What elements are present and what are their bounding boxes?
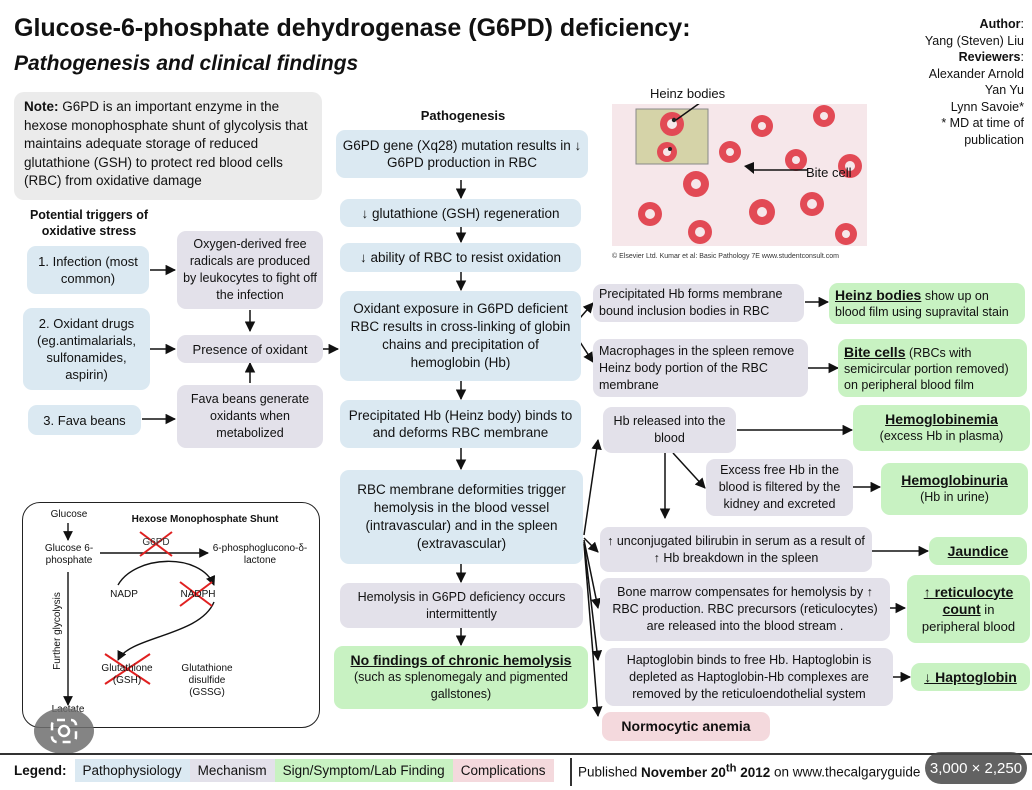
blood-smear-image: [612, 104, 867, 246]
normocytic-anemia-complication: Normocytic anemia: [602, 712, 770, 741]
image-credit: © Elsevier Ltd. Kumar et al: Basic Patho…: [612, 253, 839, 260]
legend-pathophysiology: Pathophysiology: [74, 758, 190, 782]
reviewer-name: Alexander Arnold: [928, 66, 1024, 81]
macrophages-box: Macrophages in the spleen remove Heinz b…: [593, 339, 808, 397]
legend-label: Legend:: [14, 762, 67, 778]
page-subtitle: Pathogenesis and clinical findings: [14, 52, 359, 75]
author-label: Author: [979, 17, 1021, 31]
legend-separator: [570, 758, 572, 786]
inclusion-bodies-box: Precipitated Hb forms membrane bound inc…: [593, 284, 804, 322]
published-prefix: Published: [578, 764, 642, 780]
fava-oxidants-box: Fava beans generate oxidants when metabo…: [177, 385, 323, 448]
gsh-regeneration-box: ↓ glutathione (GSH) regeneration: [340, 199, 581, 227]
shunt-g6pd: G6PD: [142, 537, 170, 548]
hmp-shunt-diagram: [22, 502, 320, 728]
shunt-nadp: NADP: [110, 589, 138, 600]
hemoglobinuria-finding: Hemoglobinuria (Hb in urine): [881, 463, 1028, 515]
gene-mutation-box: G6PD gene (Xq28) mutation results in ↓ G…: [336, 130, 588, 178]
membrane-deformities-box: RBC membrane deformities trigger hemolys…: [340, 470, 583, 564]
bite-cell-label: Bite cell: [806, 165, 852, 180]
pathogenesis-heading: Pathogenesis: [420, 108, 506, 123]
resist-oxidation-box: ↓ ability of RBC to resist oxidation: [340, 243, 581, 272]
trigger-infection: 1. Infection (most common): [27, 246, 149, 294]
author-footnote: * MD at time of publication: [941, 116, 1024, 147]
haptoglobin-mechanism-box: Haptoglobin binds to free Hb. Haptoglobi…: [605, 648, 893, 706]
author-block: Author: Yang (Steven) Liu Reviewers: Ale…: [914, 16, 1024, 148]
hemoglobinemia-text: (excess Hb in plasma): [879, 429, 1004, 443]
note-text: G6PD is an important enzyme in the hexos…: [24, 99, 308, 188]
published-date: November 20: [641, 764, 726, 780]
bilirubin-box: ↑ unconjugated bilirubin in serum as a r…: [600, 527, 872, 572]
bite-finding-title: Bite cells: [844, 343, 906, 360]
lens-search-icon[interactable]: [34, 708, 94, 754]
published-suffix: on www.thecalgaryguide: [770, 764, 921, 780]
no-chronic-hemolysis-box: No findings of chronic hemolysis (such a…: [334, 646, 588, 709]
heinz-finding-title: Heinz bodies: [835, 287, 922, 303]
reticulocyte-text: peripheral blood: [921, 618, 1016, 634]
legend-mechanism: Mechanism: [189, 758, 275, 782]
shunt-further-glycolysis: Further glycolysis: [52, 592, 63, 670]
author-name: Yang (Steven) Liu: [924, 33, 1024, 48]
hb-released-box: Hb released into the blood: [603, 407, 736, 453]
excess-hb-box: Excess free Hb in the blood is filtered …: [706, 459, 853, 516]
shunt-nadph: NADPH: [180, 589, 216, 600]
image-size-badge: 3,000 × 2,250: [925, 752, 1027, 784]
trigger-fava-beans: 3. Fava beans: [28, 405, 141, 435]
shunt-glutathione: Glutathione (GSH): [101, 663, 153, 686]
reticulocyte-count: count: [942, 600, 981, 617]
haptoglobin-finding: ↓ Haptoglobin: [911, 663, 1030, 691]
legend-divider: [0, 753, 1032, 755]
legend: Legend: Pathophysiology Mechanism Sign/S…: [14, 757, 554, 783]
shunt-gssg: Glutathione disulfide (GSSG): [181, 663, 233, 698]
heinz-binds-box: Precipitated Hb (Heinz body) binds to an…: [340, 400, 581, 448]
reviewer-name: Lynn Savoie*: [950, 99, 1024, 114]
presence-of-oxidant-box: Presence of oxidant: [177, 335, 323, 363]
published-sup: th: [725, 762, 737, 774]
heinz-finding-text: show up on blood film using supravital s…: [835, 289, 1009, 319]
bone-marrow-box: Bone marrow compensates for hemolysis by…: [600, 578, 890, 641]
intermittent-hemolysis-box: Hemolysis in G6PD deficiency occurs inte…: [340, 583, 583, 628]
reviewers-label: Reviewers: [958, 50, 1021, 64]
shunt-glucose-6-phosphate: Glucose 6-phosphate: [44, 543, 94, 566]
legend-complications: Complications: [452, 758, 554, 782]
free-radicals-box: Oxygen-derived free radicals are produce…: [177, 231, 323, 309]
hemoglobinemia-finding: Hemoglobinemia (excess Hb in plasma): [853, 405, 1030, 451]
heinz-bodies-finding: Heinz bodies show up on blood film using…: [829, 283, 1025, 324]
heinz-bodies-label: Heinz bodies: [650, 86, 726, 101]
oxidant-exposure-box: Oxidant exposure in G6PD deficient RBC r…: [340, 291, 581, 381]
trigger-oxidant-drugs: 2. Oxidant drugs (eg.antimalarials, sulf…: [23, 308, 150, 390]
hemoglobinemia-title: Hemoglobinemia: [885, 411, 998, 427]
no-findings-title: No findings of chronic hemolysis: [350, 652, 572, 668]
hemoglobinuria-title: Hemoglobinuria: [901, 472, 1008, 488]
shunt-lactone: 6-phosphoglucono-δ-lactone: [212, 543, 308, 566]
shunt-title: Hexose Monophosphate Shunt: [131, 514, 279, 525]
shunt-glucose: Glucose: [50, 509, 88, 520]
bite-cells-finding: Bite cells (RBCs with semicircular porti…: [838, 339, 1027, 397]
bite-finding-text: (RBCs with semicircular portion removed)…: [844, 345, 1009, 392]
jaundice-finding: Jaundice: [929, 537, 1027, 565]
reticulocyte-finding: ↑ reticulocyte count in peripheral blood: [907, 575, 1030, 643]
no-findings-text: (such as splenomegaly and pigmented gall…: [353, 670, 569, 701]
reticulocyte-title: ↑ reticulocyte: [923, 583, 1014, 600]
reticulocyte-in: in: [980, 601, 995, 617]
published-year: 2012: [736, 764, 771, 780]
hemoglobinuria-text: (Hb in urine): [920, 490, 989, 504]
triggers-label: Potential triggers of oxidative stress: [29, 208, 149, 238]
reviewer-name: Yan Yu: [984, 83, 1024, 97]
legend-sign: Sign/Symptom/Lab Finding: [274, 758, 453, 782]
published-note: Published November 20th 2012 on www.thec…: [578, 762, 920, 780]
note-box: Note: G6PD is an important enzyme in the…: [14, 92, 322, 200]
page-title: Glucose-6-phosphate dehydrogenase (G6PD)…: [14, 14, 691, 42]
note-label: Note:: [24, 99, 59, 114]
